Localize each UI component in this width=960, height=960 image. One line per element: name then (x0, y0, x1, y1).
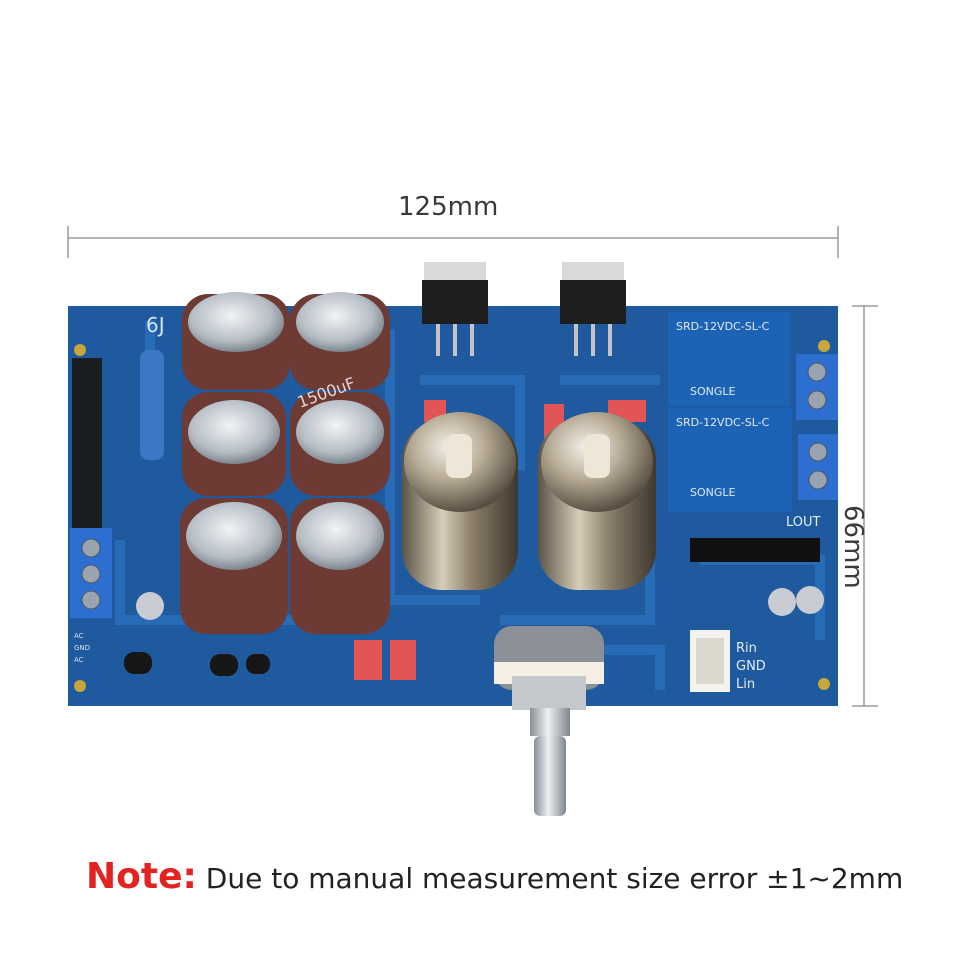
svg-text:GND: GND (736, 659, 766, 674)
small-capacitor (768, 588, 796, 616)
small-capacitor (136, 592, 164, 620)
svg-text:SRD-12VDC-SL-C: SRD-12VDC-SL-C (676, 416, 770, 429)
power-terminal-block (70, 528, 112, 618)
capacitor (290, 392, 390, 496)
capacitor (182, 392, 286, 496)
relay: SRD-12VDC-SL-C SONGLE (668, 312, 790, 406)
capacitor (290, 292, 390, 390)
capacitor (182, 292, 290, 390)
capacitor (180, 498, 288, 634)
voltage-regulator (422, 262, 488, 356)
svg-text:SONGLE: SONGLE (690, 486, 736, 499)
capacitor-bank: 1500uF (180, 292, 390, 634)
relay: SRD-12VDC-SL-C SONGLE (668, 408, 792, 512)
output-terminal-block: LOUT (786, 354, 838, 530)
width-dimension-line (67, 226, 839, 258)
power-resistor (140, 350, 164, 460)
svg-text:SRD-12VDC-SL-C: SRD-12VDC-SL-C (676, 320, 770, 333)
svg-text:AC: AC (74, 632, 84, 640)
input-connector: Rin GND Lin (690, 630, 766, 692)
height-dimension-line (852, 305, 878, 707)
height-dimension-label: 66mm (838, 505, 868, 589)
transistors (124, 652, 270, 676)
power-labels: AC GND AC (74, 632, 90, 664)
black-resistor (690, 538, 820, 562)
vacuum-tube (538, 412, 656, 590)
svg-text:AC: AC (74, 656, 84, 664)
measurement-note: Note: Due to manual measurement size err… (86, 856, 903, 897)
width-dimension-label: 125mm (398, 192, 499, 222)
note-key: Note: (86, 856, 197, 897)
small-capacitor (796, 586, 824, 614)
svg-text:SONGLE: SONGLE (690, 385, 736, 398)
svg-text:Lin: Lin (736, 677, 755, 692)
vacuum-tube (402, 412, 518, 590)
svg-text:GND: GND (74, 644, 90, 652)
note-text: Due to manual measurement size error ±1~… (196, 862, 904, 895)
svg-text:LOUT: LOUT (786, 515, 821, 530)
volume-potentiometer (494, 626, 604, 816)
voltage-regulator (560, 262, 626, 356)
silkscreen-title: 6J (146, 313, 165, 337)
capacitor (290, 498, 390, 634)
svg-text:Rin: Rin (736, 641, 757, 656)
rectifier-heatsink (72, 358, 102, 528)
